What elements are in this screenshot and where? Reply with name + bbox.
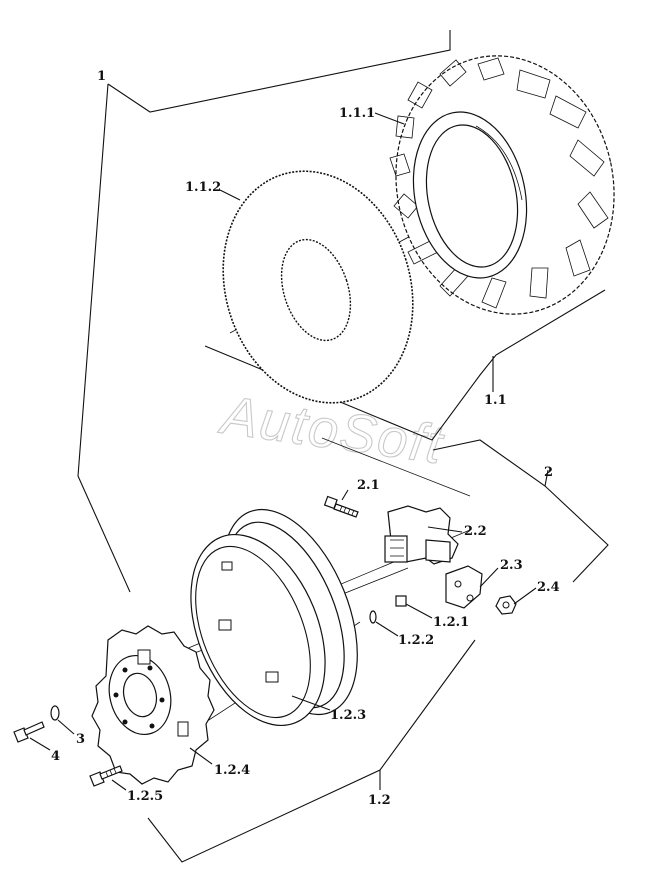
tyre bbox=[389, 55, 615, 315]
rim-nut bbox=[395, 595, 407, 607]
label-1-1: 1.1 bbox=[484, 393, 507, 408]
label-2: 2 bbox=[544, 465, 553, 480]
leader-1-1-2 bbox=[219, 189, 241, 201]
hub-bolt bbox=[323, 495, 359, 518]
label-1-2-2: 1.2.2 bbox=[398, 633, 434, 648]
leader-4 bbox=[29, 737, 51, 751]
hub-bracket bbox=[384, 505, 459, 565]
inner-tube bbox=[222, 170, 414, 404]
leader-2 bbox=[544, 469, 549, 487]
wheel-rim bbox=[190, 508, 358, 727]
leader-1-2-5 bbox=[111, 779, 127, 791]
bolt-4 bbox=[13, 721, 45, 743]
bracket-1-top bbox=[107, 30, 451, 113]
wheel-disc bbox=[91, 625, 215, 785]
leader-1-2-4 bbox=[189, 747, 213, 765]
bracket-1-1 bbox=[204, 289, 606, 441]
label-2-3: 2.3 bbox=[500, 558, 523, 573]
label-1-2-4: 1.2.4 bbox=[214, 763, 250, 778]
axis-hub bbox=[321, 437, 471, 497]
washer-3 bbox=[50, 705, 60, 721]
bracket-1-2 bbox=[147, 639, 476, 863]
leader-2-4 bbox=[513, 587, 537, 605]
label-1-1-2: 1.1.2 bbox=[185, 180, 221, 195]
rim-washer bbox=[369, 610, 377, 624]
bracket-1-side bbox=[77, 83, 131, 593]
leader-1-2-3 bbox=[291, 695, 331, 711]
leader-2-3 bbox=[479, 567, 499, 588]
leader-2-2 bbox=[427, 526, 463, 533]
leader-3 bbox=[57, 719, 75, 735]
label-1-1-1: 1.1.1 bbox=[339, 106, 375, 121]
leader-2-1 bbox=[341, 489, 349, 501]
label-4: 4 bbox=[51, 749, 60, 764]
label-1-2-1: 1.2.1 bbox=[433, 615, 469, 630]
label-1-2-3: 1.2.3 bbox=[330, 708, 366, 723]
leader-1-2-2 bbox=[375, 621, 399, 637]
label-2-4: 2.4 bbox=[537, 580, 560, 595]
clamp-plate bbox=[445, 565, 483, 609]
label-3: 3 bbox=[76, 732, 85, 747]
label-1: 1 bbox=[97, 69, 106, 84]
leader-1-1-1 bbox=[374, 112, 405, 125]
label-2-2: 2.2 bbox=[464, 524, 487, 539]
leader-1-2-1 bbox=[405, 603, 433, 619]
label-2-1: 2.1 bbox=[357, 478, 380, 493]
bolt-1-2-5 bbox=[89, 765, 123, 787]
label-1-2: 1.2 bbox=[368, 793, 391, 808]
hub-nut bbox=[495, 595, 517, 615]
label-1-2-5: 1.2.5 bbox=[127, 789, 163, 804]
